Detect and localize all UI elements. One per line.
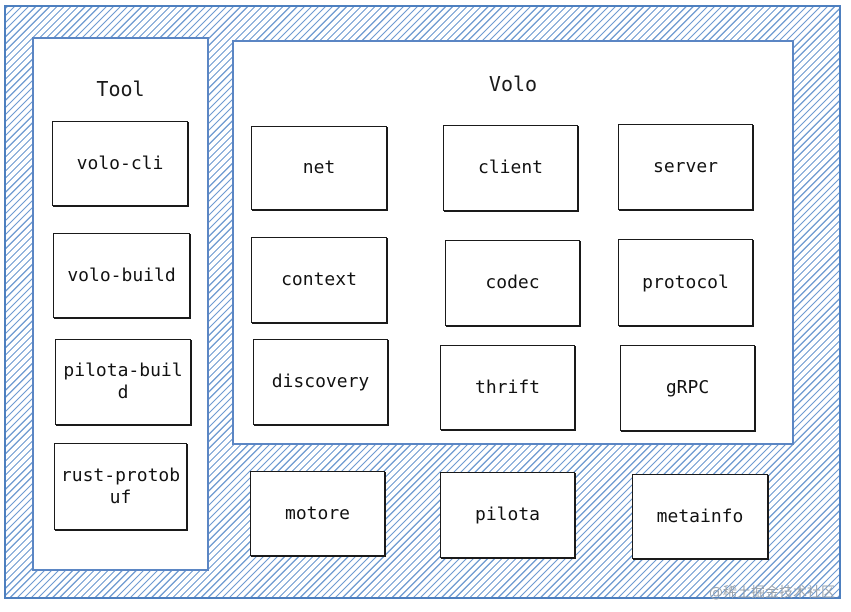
volo-box-discovery: discovery: [253, 339, 388, 425]
box-label: protocol: [642, 271, 729, 293]
box-label: volo-cli: [76, 152, 164, 174]
bottom-box-pilota: pilota: [440, 472, 575, 558]
box-label: motore: [284, 502, 351, 524]
box-label: client: [477, 157, 544, 178]
box-label: net: [302, 157, 336, 178]
bottom-box-motore: motore: [250, 471, 385, 556]
volo-box-server: server: [618, 124, 753, 210]
box-label: volo-build: [67, 264, 176, 286]
box-label: metainfo: [656, 505, 744, 527]
box-label: server: [652, 156, 719, 177]
box-label: thrift: [474, 376, 541, 398]
box-label: context: [281, 269, 357, 290]
volo-box-grpc: gRPC: [620, 345, 755, 431]
tool-box-rust-protobuf: rust-protobuf: [54, 443, 187, 530]
volo-box-codec: codec: [445, 240, 580, 326]
box-label: gRPC: [665, 377, 710, 398]
volo-box-context: context: [251, 237, 387, 323]
tool-box-volo-cli: volo-cli: [52, 121, 188, 206]
watermark: @稀土掘金技术社区: [709, 585, 835, 601]
bottom-box-metainfo: metainfo: [632, 474, 768, 559]
tool-box-pilota-build: pilota-build: [55, 339, 191, 425]
volo-box-net: net: [251, 126, 387, 210]
tool-box-volo-build: volo-build: [53, 233, 190, 318]
box-label: discovery: [271, 371, 370, 392]
volo-panel-title: Volo: [488, 72, 538, 96]
volo-box-client: client: [443, 125, 578, 211]
volo-box-thrift: thrift: [440, 345, 575, 430]
volo-box-protocol: protocol: [618, 239, 753, 326]
box-label: pilota: [474, 504, 541, 525]
box-label: pilota-build: [63, 360, 183, 403]
box-label: rust-protobuf: [60, 464, 181, 508]
box-label: codec: [485, 272, 540, 293]
tool-panel-title: Tool: [96, 77, 145, 101]
